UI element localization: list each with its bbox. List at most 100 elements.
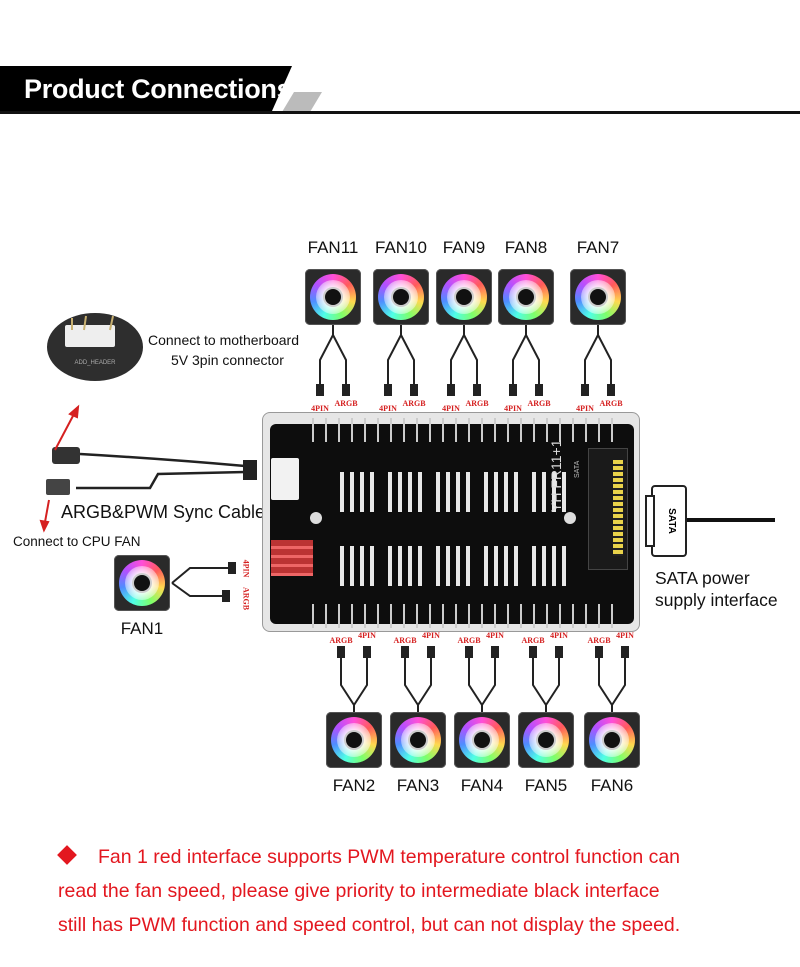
header-pin [436, 546, 440, 586]
header-pin [466, 546, 470, 586]
edge-pin [416, 604, 418, 628]
connector-plug [491, 646, 499, 658]
header-pin [408, 472, 412, 512]
fan-hub [456, 289, 472, 305]
fan-icon [436, 269, 492, 325]
header-pin [350, 546, 354, 586]
fan-name: FAN2 [332, 776, 376, 795]
fan-wire [353, 658, 368, 706]
connector-plug [535, 384, 543, 396]
fan-wire [463, 334, 478, 385]
pcb [270, 424, 634, 624]
header-pin [456, 472, 460, 512]
note-line-1: Fan 1 red interface supports PWM tempera… [98, 846, 681, 868]
red-arrow-down [39, 499, 50, 533]
header-pin [466, 472, 470, 512]
connector-plug [581, 384, 589, 396]
edge-pin [572, 418, 574, 442]
header-pin [360, 546, 364, 586]
header-pin [542, 546, 546, 586]
edge-pin [429, 418, 431, 442]
pin-label: ARGB [402, 399, 426, 408]
header-pin [456, 546, 460, 586]
pin-label: ARGB [334, 399, 358, 408]
edge-pin [377, 418, 379, 442]
edge-pin [559, 604, 561, 628]
edge-pin [598, 604, 600, 628]
header-pin [370, 546, 374, 586]
cpu-fan-label: Connect to CPU FAN [13, 534, 141, 549]
edge-pin [403, 604, 405, 628]
fan-wire [597, 334, 612, 385]
fan-wire [387, 325, 402, 385]
edge-pin [546, 604, 548, 628]
edge-pin [403, 418, 405, 442]
note-line-3: still has PWM function and speed control… [58, 914, 681, 936]
header-accent [282, 92, 322, 112]
pin-label: 4PIN [486, 631, 504, 640]
edge-pin [520, 604, 522, 628]
header-pin [484, 546, 488, 586]
fan-wire [319, 325, 334, 385]
fan-wire [468, 658, 483, 712]
board-sata-mark: SATA [574, 460, 581, 478]
edge-pin [364, 418, 366, 442]
fan-hub [518, 289, 534, 305]
header-pin [514, 546, 518, 586]
edge-pin [416, 418, 418, 442]
header-pin [504, 546, 508, 586]
pin-label: ARGB [465, 399, 489, 408]
header-pin [504, 472, 508, 512]
pin-label: ARGB [457, 636, 481, 645]
fan-icon [390, 712, 446, 768]
header-pins [71, 315, 114, 331]
header-pin [418, 546, 422, 586]
fan-icon [570, 269, 626, 325]
fan-wire [598, 658, 613, 712]
fan-wire [332, 334, 347, 385]
header-pin [532, 472, 536, 512]
header-pin [398, 472, 402, 512]
pin-label: ARGB [521, 636, 545, 645]
fan-icon [114, 555, 170, 611]
fan-hub [346, 732, 362, 748]
fan-wire [481, 658, 496, 706]
connector-plug [607, 384, 615, 396]
fan-hub [325, 289, 341, 305]
edge-pin [494, 604, 496, 628]
fan-wire [404, 658, 419, 712]
sata-label-line2: supply interface [655, 590, 778, 610]
header-pin [418, 472, 422, 512]
edge-pin [364, 604, 366, 628]
edge-pin [377, 604, 379, 628]
connector-plug [447, 384, 455, 396]
connector-plug [529, 646, 537, 658]
edge-pin [520, 418, 522, 442]
edge-pin [390, 604, 392, 628]
fan-name: FAN3 [396, 776, 440, 795]
edge-pin [442, 418, 444, 442]
fan-wire [611, 658, 626, 706]
edge-pin [312, 418, 314, 442]
fan-name: FAN4 [460, 776, 504, 795]
edge-pin [585, 418, 587, 442]
pin-label: 4PIN [379, 404, 397, 413]
fan-wire [545, 658, 560, 706]
pin-label: 4PIN [311, 404, 329, 413]
sata-plug [645, 485, 687, 557]
edge-pin [507, 604, 509, 628]
fan-wire [340, 658, 355, 712]
header-pin [562, 546, 566, 586]
pin-label: ARGB [241, 586, 251, 611]
argb-plug [52, 447, 80, 464]
fan-wire [584, 325, 599, 385]
edge-pin [351, 418, 353, 442]
fan-icon [518, 712, 574, 768]
sata-contacts [613, 460, 623, 556]
sync-cable-plug [243, 460, 257, 480]
header-pin [562, 472, 566, 512]
header-pin [398, 546, 402, 586]
fan-wire [512, 325, 527, 385]
edge-pin [533, 418, 535, 442]
